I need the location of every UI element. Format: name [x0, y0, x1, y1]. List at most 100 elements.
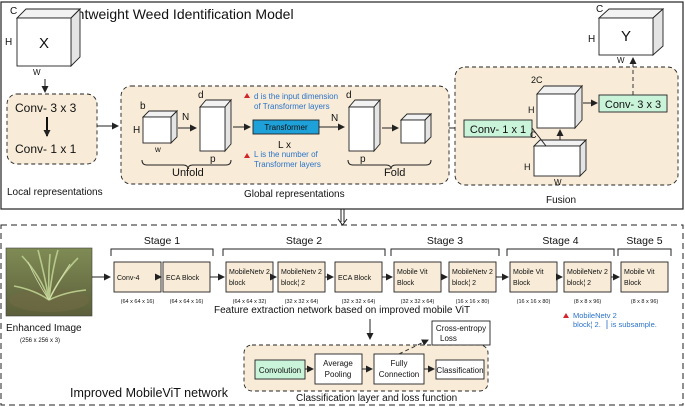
svg-text:d: d: [346, 90, 352, 101]
feature-block: [113, 261, 162, 293]
feature-block: [393, 261, 442, 293]
feature-block-label: MobileNetv 2: [567, 269, 608, 276]
svg-text:p: p: [360, 154, 366, 165]
subsample-note-line2a: block¦ 2.: [573, 320, 601, 329]
classification-caption: Classification layer and loss function: [296, 393, 457, 404]
stage-label: Stage 1: [144, 235, 180, 247]
stage-label: Stage 3: [427, 235, 463, 247]
svg-text:2C: 2C: [531, 75, 543, 85]
feature-block-dims: (16 x 16 x 80): [456, 299, 490, 305]
feature-block-dims: (32 x 32 x 64): [401, 299, 435, 305]
svg-text:C: C: [596, 4, 603, 15]
fusion-caption: Fusion: [546, 195, 576, 206]
svg-text:p: p: [210, 154, 216, 165]
feature-block: [225, 261, 274, 293]
svg-text:Convolution: Convolution: [259, 366, 301, 375]
stage-bracket: [506, 248, 615, 256]
feature-block-sublabel: block¦ 2: [567, 280, 591, 287]
svg-text:Pooling: Pooling: [325, 370, 352, 379]
feature-block-dims: (16 x 16 x 80): [517, 299, 551, 305]
output-cube-label: Y: [621, 28, 631, 45]
feature-block-sublabel: Block: [397, 280, 415, 287]
svg-text:Average: Average: [323, 359, 353, 368]
input-cube-w: W: [33, 68, 41, 77]
feature-block: [620, 261, 669, 293]
feature-block: [563, 261, 612, 293]
classification-group: Convolution Average Pooling Fully Connec…: [243, 344, 489, 392]
feature-block-label: Mobile Vit: [513, 269, 544, 276]
feature-block-label: MobileNetv 2: [229, 269, 270, 276]
fusion-group: Conv- 1 x 1 2C H C H W Conv- 3 x 3: [454, 66, 679, 187]
stage-bracket: [222, 248, 386, 256]
local-representations-group: Conv- 3 x 3 Conv- 1 x 1: [6, 93, 98, 165]
input-cube-x: X H C W: [5, 6, 82, 77]
bottom-caption: Improved MobileViT network: [70, 386, 229, 400]
stage-bracket: [110, 248, 214, 256]
feature-block-label: Mobile Vit: [624, 269, 655, 276]
svg-text:C: C: [530, 130, 537, 140]
feature-block-label: MobileNetv 2: [452, 269, 493, 276]
local-caption: Local representations: [7, 187, 103, 198]
svg-text:Fully: Fully: [391, 359, 408, 368]
note-d-line2: of Transformer layers: [254, 102, 330, 111]
cross-entropy-loss-box: [431, 320, 491, 346]
stage-label: Stage 2: [286, 235, 322, 247]
feature-block-label: MobileNetv 2: [281, 269, 322, 276]
svg-text:H: H: [524, 162, 531, 172]
feature-block-sublabel: block¦ 2: [281, 280, 305, 287]
blocks-row: Conv-4(64 x 64 x 16)ECA Block(64 x 64 x …: [113, 261, 669, 305]
svg-text:N: N: [182, 112, 189, 123]
feature-block-dims: (64 x 64 x 16): [170, 299, 204, 305]
feature-block: [162, 261, 211, 293]
note-triangle-icon: [563, 313, 569, 318]
local-conv3x3: Conv- 3 x 3: [15, 101, 77, 115]
global-representations-group: b H w N d p Unfold Transformer L x N d i…: [120, 85, 450, 185]
enhanced-image-dims: (256 x 256 x 3): [20, 338, 60, 344]
feature-block-dims: (8 x 8 x 96): [574, 299, 602, 305]
stage-label: Stage 4: [542, 235, 578, 247]
input-cube-c: C: [10, 6, 17, 17]
local-conv1x1: Conv- 1 x 1: [15, 142, 77, 156]
stage-bracket: [617, 248, 672, 256]
model-title: Lightweight Weed Identification Model: [58, 6, 294, 22]
svg-text:H: H: [588, 34, 595, 45]
stage-label: Stage 5: [626, 235, 662, 247]
svg-text:L x: L x: [278, 140, 291, 151]
unfold-label: Unfold: [172, 167, 204, 179]
feature-block-dims: (64 x 64 x 32): [233, 299, 267, 305]
feature-block: [448, 261, 497, 293]
svg-text:Cross-entropy: Cross-entropy: [436, 324, 486, 333]
feature-block-sublabel: block¦ 2: [452, 280, 476, 287]
svg-text:Loss: Loss: [440, 334, 457, 343]
subsample-note-line1: MobileNetv 2: [573, 311, 617, 320]
enhanced-image: [5, 247, 93, 317]
feature-block-label: Conv-4: [117, 275, 140, 282]
svg-text:Transformer: Transformer: [264, 123, 308, 132]
subsample-note-line2b: is subsample.: [611, 320, 657, 329]
note-d-line1: d is the input dimension: [254, 92, 338, 101]
svg-text:H: H: [133, 125, 140, 136]
feature-block-dims: (32 x 32 x 64): [342, 299, 376, 305]
output-cube-y: Y H C W: [588, 4, 665, 65]
cls-average-pooling: [314, 353, 363, 385]
svg-text:N: N: [331, 113, 338, 124]
feature-block: [334, 261, 383, 293]
cls-classification: [435, 359, 485, 380]
feature-block-sublabel: block: [229, 280, 246, 287]
feature-block-label: Mobile Vit: [397, 269, 428, 276]
svg-text:Conv- 1 x 1: Conv- 1 x 1: [470, 124, 526, 136]
input-cube-label: X: [39, 35, 49, 52]
svg-text:d: d: [198, 90, 204, 101]
feature-block-sublabel: Block: [624, 280, 642, 287]
note-l-line2: Transformer layers: [254, 160, 321, 169]
svg-text:Conv- 3 x 3: Conv- 3 x 3: [605, 99, 661, 111]
feature-block-dims: (8 x 8 x 96): [631, 299, 659, 305]
feature-block-dims: (32 x 32 x 64): [285, 299, 319, 305]
stage-bracket: [390, 248, 500, 256]
bottom-panel-frame: [0, 224, 684, 406]
svg-text:W: W: [617, 56, 625, 65]
fold-label: Fold: [384, 167, 405, 179]
svg-text:H: H: [528, 105, 535, 115]
svg-text:W: W: [554, 178, 562, 187]
